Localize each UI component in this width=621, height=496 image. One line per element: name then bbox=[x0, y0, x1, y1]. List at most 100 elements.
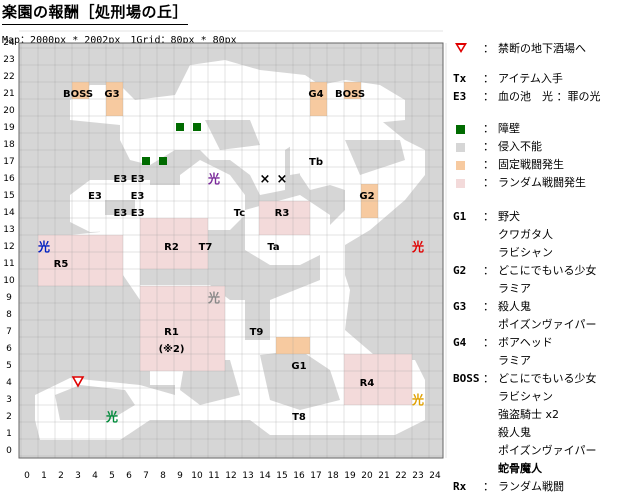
legend-colon: ： bbox=[483, 176, 494, 189]
legend-value: ボアヘッド bbox=[498, 336, 553, 349]
y-tick-label: 6 bbox=[6, 344, 12, 354]
wall-block bbox=[193, 123, 201, 131]
legend-key: BOSS bbox=[453, 372, 480, 385]
legend-value: 野犬 bbox=[498, 210, 520, 223]
legend-key: G1 bbox=[453, 210, 467, 223]
map-label: G1 bbox=[291, 361, 306, 372]
y-tick-label: 8 bbox=[6, 310, 12, 320]
x-tick-label: 7 bbox=[143, 471, 149, 481]
map-label: E3 bbox=[88, 191, 102, 202]
map-label: BOSS bbox=[63, 89, 93, 100]
legend-value: ポイズンヴァイパー bbox=[498, 444, 597, 457]
random-battle-zone bbox=[38, 235, 123, 286]
x-tick-label: 4 bbox=[92, 471, 98, 481]
grid-lines bbox=[19, 30, 447, 458]
x-tick-label: 15 bbox=[276, 471, 287, 481]
y-tick-label: 11 bbox=[3, 259, 14, 269]
map-label: T7 bbox=[199, 242, 213, 253]
map-label: Tc bbox=[234, 208, 245, 219]
legend-colon: ： bbox=[483, 122, 494, 135]
legend-key: G2 bbox=[453, 264, 467, 277]
legend-colon: ： bbox=[483, 300, 494, 313]
legend-value: クワガタ人 bbox=[498, 228, 553, 241]
impassable-island-7 bbox=[345, 140, 405, 175]
map-label: Ta bbox=[267, 242, 279, 253]
map-label: G3 bbox=[104, 89, 119, 100]
x-tick-label: 23 bbox=[412, 471, 423, 481]
x-tick-label: 9 bbox=[177, 471, 183, 481]
x-tick-label: 0 bbox=[24, 471, 30, 481]
light-marker: 光 bbox=[207, 171, 220, 186]
map-label: E3 E3 bbox=[113, 174, 144, 185]
random-battle-swatch-icon bbox=[456, 179, 465, 188]
x-tick-label: 22 bbox=[395, 471, 406, 481]
impassable-swatch-icon bbox=[456, 143, 465, 152]
legend-colon: ： bbox=[483, 42, 494, 55]
map-frame bbox=[18, 42, 444, 459]
legend-value: 蛇骨魔人 bbox=[498, 462, 542, 475]
wall-block bbox=[159, 157, 167, 165]
y-tick-label: 0 bbox=[6, 446, 12, 456]
fixed-battle-zone bbox=[344, 82, 361, 99]
wall-block bbox=[142, 157, 150, 165]
legend-colon: ： bbox=[483, 372, 494, 385]
y-tick-label: 24 bbox=[3, 38, 15, 48]
legend-key: G4 bbox=[453, 336, 467, 349]
map-label: R4 bbox=[360, 378, 375, 389]
x-tick-label: 1 bbox=[41, 471, 47, 481]
x-tick-label: 13 bbox=[242, 471, 253, 481]
map-label: G2 bbox=[359, 191, 374, 202]
legend-colon: ： bbox=[483, 72, 494, 85]
x-tick-label: 18 bbox=[327, 471, 339, 481]
y-tick-label: 21 bbox=[3, 89, 14, 99]
y-tick-label: 15 bbox=[3, 191, 14, 201]
legend-colon: ： bbox=[483, 158, 494, 171]
legend-colon: ： bbox=[483, 264, 494, 277]
y-tick-label: 3 bbox=[6, 395, 12, 405]
legend-key: G3 bbox=[453, 300, 467, 313]
x-tick-label: 19 bbox=[344, 471, 356, 481]
legend-value: 殺人鬼 bbox=[498, 426, 531, 439]
y-tick-label: 17 bbox=[3, 157, 14, 167]
light-marker: 光 bbox=[411, 239, 424, 254]
legend-key: Tx bbox=[453, 72, 467, 85]
legend-value: ラミア bbox=[498, 282, 531, 295]
floor-top-connector bbox=[290, 120, 320, 175]
y-tick-label: 12 bbox=[3, 242, 14, 252]
x-tick-label: 12 bbox=[225, 471, 236, 481]
wall-block bbox=[176, 123, 184, 131]
x-tick-label: 8 bbox=[160, 471, 166, 481]
map-label: T8 bbox=[292, 412, 306, 423]
impassable-island-6 bbox=[205, 120, 260, 150]
impassable-island-1 bbox=[55, 385, 135, 420]
x-tick-label: 17 bbox=[310, 471, 321, 481]
legend-value: ランダム戦闘 bbox=[498, 480, 564, 493]
legend-colon: ： bbox=[483, 210, 494, 223]
map-label: (※2) bbox=[159, 343, 185, 355]
y-tick-label: 18 bbox=[3, 140, 15, 150]
map-size-info: Map：2000px * 2002px 1Grid：80px * 80px bbox=[2, 35, 237, 46]
map-label: R1 bbox=[164, 327, 179, 338]
x-tick-label: 10 bbox=[191, 471, 203, 481]
exit-triangle-icon bbox=[71, 376, 85, 388]
legend-value: ポイズンヴァイパー bbox=[498, 318, 597, 331]
legend-value: 血の池 光 ：罪の光 bbox=[498, 90, 601, 103]
y-tick-label: 22 bbox=[3, 72, 14, 82]
map-label: E3 bbox=[131, 191, 145, 202]
y-tick-label: 13 bbox=[3, 225, 14, 235]
map-label: R3 bbox=[275, 208, 290, 219]
y-tick-label: 10 bbox=[3, 276, 15, 286]
impassable-island-8 bbox=[105, 200, 135, 215]
y-tick-label: 20 bbox=[3, 106, 15, 116]
cross-marker: × bbox=[260, 172, 271, 187]
x-tick-label: 11 bbox=[208, 471, 219, 481]
map-label: R2 bbox=[164, 242, 179, 253]
legend-value: 殺人鬼 bbox=[498, 300, 531, 313]
y-tick-label: 5 bbox=[6, 361, 12, 371]
y-tick-label: 9 bbox=[6, 293, 12, 303]
fixed-battle-swatch-icon bbox=[456, 161, 465, 170]
x-tick-label: 21 bbox=[378, 471, 389, 481]
legend-colon: ： bbox=[483, 336, 494, 349]
